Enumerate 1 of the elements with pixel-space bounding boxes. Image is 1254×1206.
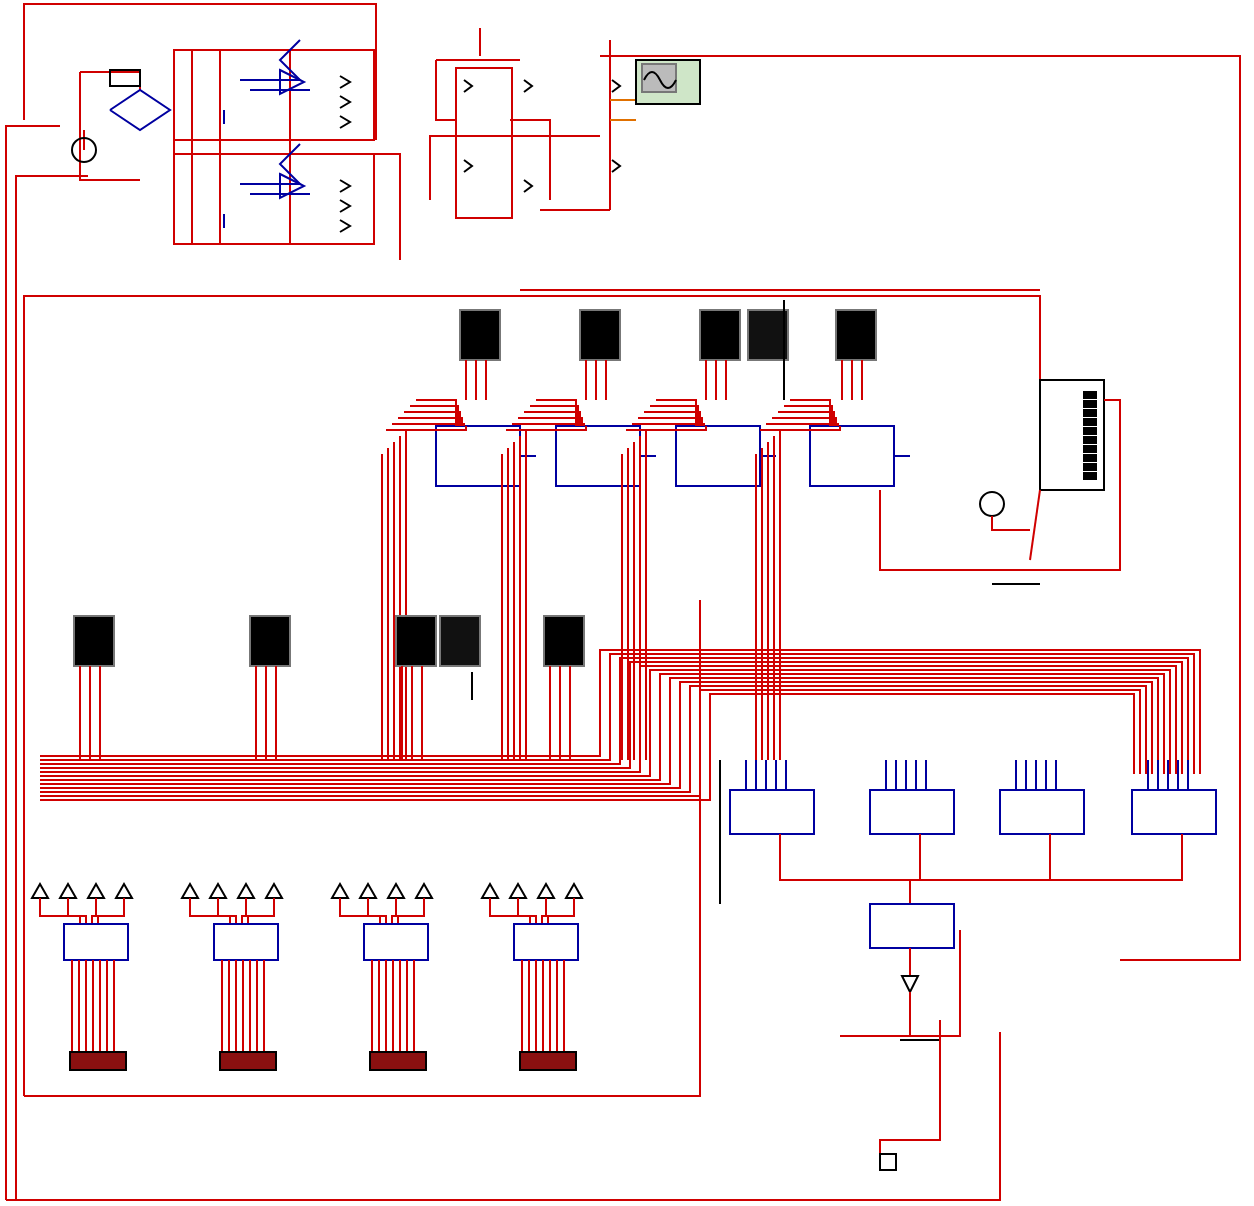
circuit-schematic-drawing	[5, 3, 1241, 1201]
